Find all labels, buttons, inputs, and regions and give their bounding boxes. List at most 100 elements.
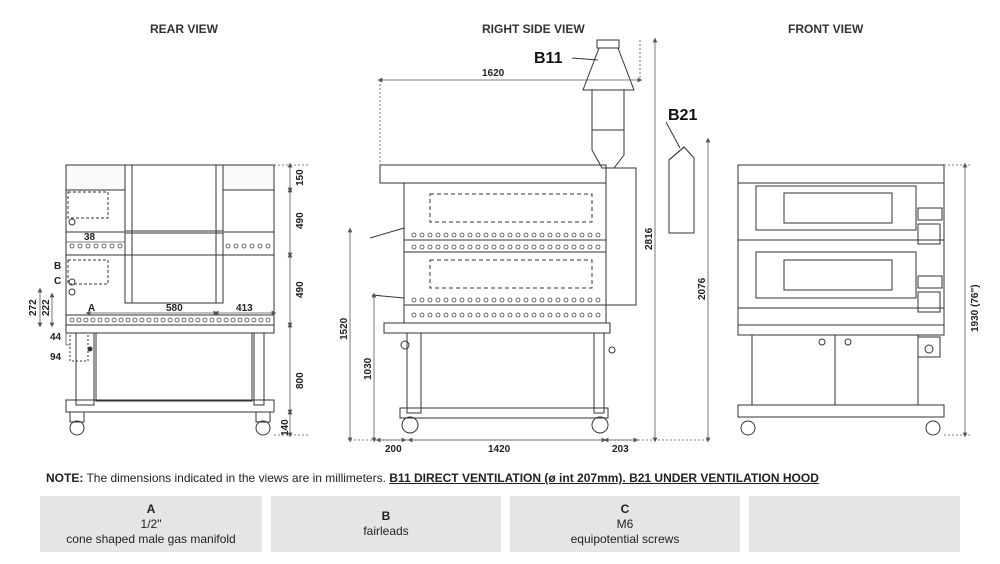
vent-hole — [587, 312, 593, 318]
callout-b21: B21 — [668, 107, 697, 124]
callout-leaders — [571, 57, 681, 149]
dim-rear-140: 140 — [280, 419, 291, 436]
vent-hole — [555, 244, 561, 250]
vent-hole — [499, 297, 505, 303]
dim-rear-38: 38 — [84, 232, 96, 243]
vent-hole — [118, 317, 124, 323]
vent-hole — [595, 232, 601, 238]
vent-hole — [427, 232, 433, 238]
vent-hole — [555, 297, 561, 303]
vent-hole — [491, 312, 497, 318]
dim-side-1620: 1620 — [482, 68, 505, 79]
vent-hole — [258, 317, 264, 323]
vent-hole — [83, 317, 89, 323]
vent-hole — [539, 297, 545, 303]
vent-hole — [265, 243, 271, 249]
vent-hole — [411, 312, 417, 318]
vent-hole — [491, 232, 497, 238]
vent-hole — [216, 317, 222, 323]
vent-hole — [90, 317, 96, 323]
dim-rear-94: 94 — [50, 352, 62, 363]
vent-hole — [579, 244, 585, 250]
vent-hole — [547, 297, 553, 303]
vent-hole — [531, 312, 537, 318]
dim-front-1930: 1930 (76") — [970, 284, 981, 332]
dim-rear-272: 272 — [28, 299, 39, 316]
vent-hole — [411, 232, 417, 238]
vent-hole — [483, 297, 489, 303]
vent-hole — [571, 312, 577, 318]
vent-hole — [491, 297, 497, 303]
vent-hole — [125, 317, 131, 323]
vent-hole — [69, 317, 75, 323]
vent-hole — [571, 297, 577, 303]
vent-hole — [233, 243, 239, 249]
vent-hole — [491, 244, 497, 250]
vent-hole — [595, 297, 601, 303]
vent-hole — [427, 244, 433, 250]
vent-hole — [499, 244, 505, 250]
vent-hole — [515, 297, 521, 303]
dim-side-1520: 1520 — [339, 317, 350, 340]
side-vent-holes — [411, 232, 601, 318]
vent-hole — [507, 312, 513, 318]
vent-hole — [579, 297, 585, 303]
legend-line1: M6 — [616, 516, 634, 531]
vent-hole — [579, 232, 585, 238]
vent-hole — [587, 244, 593, 250]
legend-key: A — [146, 501, 156, 516]
vent-hole — [475, 297, 481, 303]
vent-hole — [523, 232, 529, 238]
vent-hole — [139, 317, 145, 323]
vent-hole — [443, 297, 449, 303]
vent-hole — [467, 244, 473, 250]
vent-hole — [459, 232, 465, 238]
vent-hole — [435, 297, 441, 303]
label-c: C — [54, 276, 61, 287]
vent-hole — [223, 317, 229, 323]
vent-hole — [459, 244, 465, 250]
vent-hole — [160, 317, 166, 323]
vent-hole — [539, 244, 545, 250]
vent-hole — [251, 317, 257, 323]
front-view-drawing — [737, 164, 945, 436]
vent-hole — [539, 312, 545, 318]
dim-rear-222: 222 — [41, 299, 52, 316]
vent-hole — [555, 232, 561, 238]
vent-hole — [167, 317, 173, 323]
vent-hole — [595, 244, 601, 250]
vent-hole — [419, 297, 425, 303]
note-prefix: NOTE: — [46, 471, 84, 485]
vent-hole — [181, 317, 187, 323]
vent-hole — [523, 297, 529, 303]
vent-hole — [539, 232, 545, 238]
vent-hole — [563, 297, 569, 303]
vent-hole — [547, 244, 553, 250]
dim-rear-490-top: 490 — [295, 212, 306, 229]
vent-hole — [571, 232, 577, 238]
vent-hole — [587, 232, 593, 238]
vent-hole — [443, 232, 449, 238]
legend-key: B — [381, 509, 391, 523]
vent-hole — [77, 243, 83, 249]
vent-hole — [515, 312, 521, 318]
dim-side-203: 203 — [612, 444, 629, 455]
dim-side-2816: 2816 — [644, 227, 655, 250]
label-b: B — [54, 261, 61, 272]
dim-rear-44: 44 — [50, 332, 62, 343]
note-text: The dimensions indicated in the views ar… — [83, 471, 390, 485]
vent-hole — [483, 232, 489, 238]
vent-hole — [451, 312, 457, 318]
vent-hole — [531, 232, 537, 238]
vent-hole — [555, 312, 561, 318]
legend-line2: fairleads — [363, 524, 409, 538]
vent-hole — [419, 232, 425, 238]
vent-hole — [411, 297, 417, 303]
vent-hole — [443, 312, 449, 318]
vent-hole — [411, 244, 417, 250]
vent-hole — [475, 312, 481, 318]
vent-hole — [109, 243, 115, 249]
vent-hole — [563, 312, 569, 318]
vent-hole — [507, 297, 513, 303]
vent-hole — [547, 232, 553, 238]
